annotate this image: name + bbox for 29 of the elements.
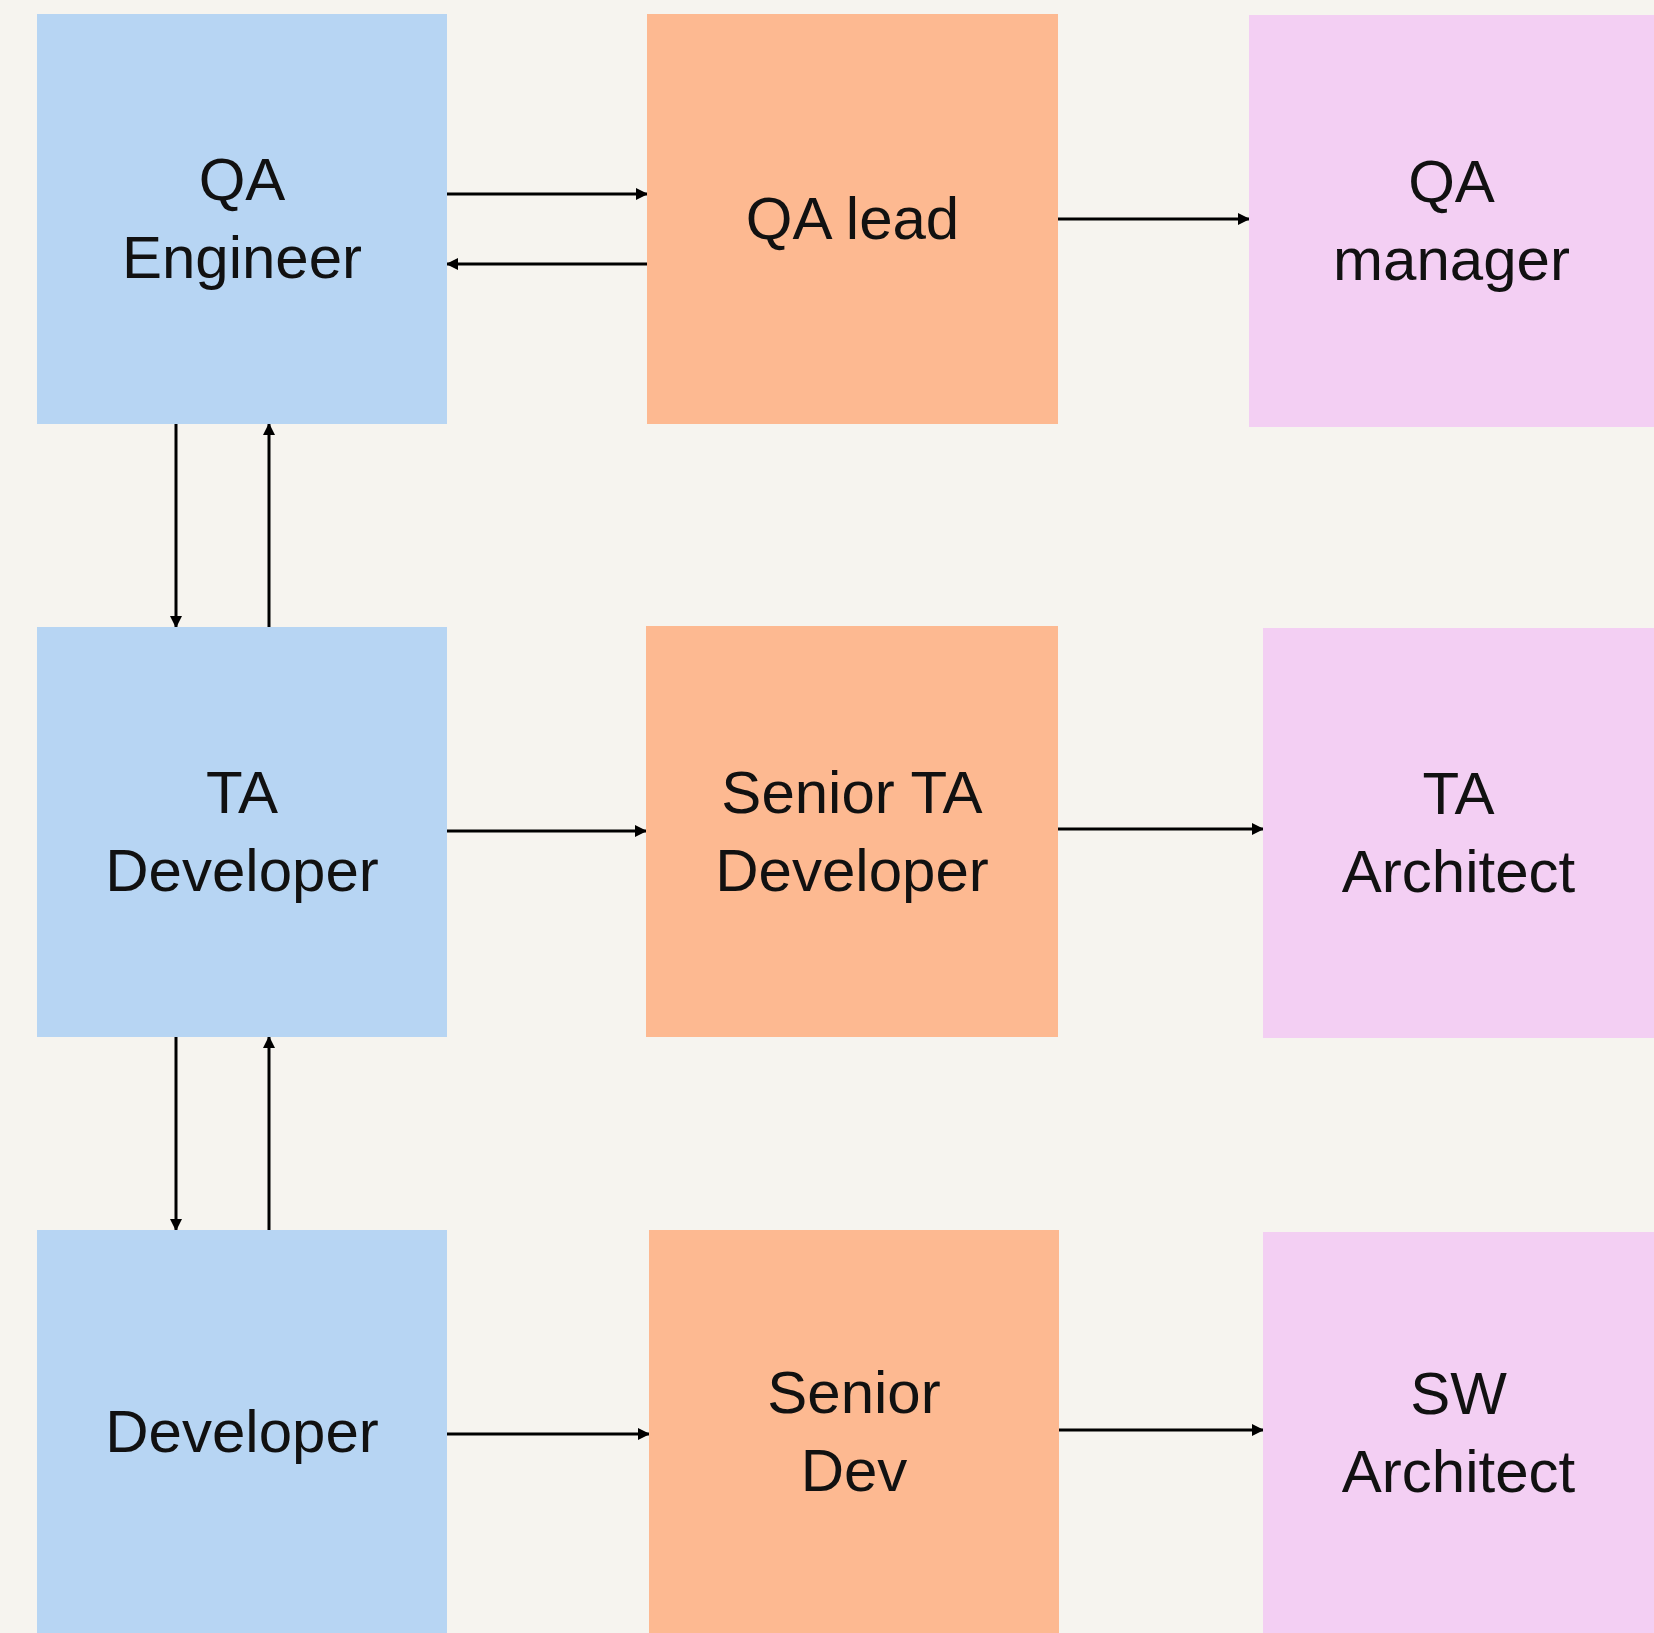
arrow	[1058, 213, 1250, 225]
role-box	[647, 14, 1058, 424]
arrow	[447, 825, 647, 837]
arrow	[447, 1428, 650, 1440]
arrow	[1058, 823, 1264, 835]
arrow	[263, 1036, 275, 1230]
role-label: TA Developer	[105, 758, 379, 906]
role-box	[37, 1230, 447, 1633]
role-box	[37, 627, 447, 1037]
role-box	[37, 14, 447, 424]
role-label: TA Architect	[1341, 759, 1576, 907]
role-label: QA lead	[745, 184, 960, 254]
role-label: QA manager	[1333, 147, 1570, 295]
role-box	[1249, 15, 1654, 427]
role-label: SW Architect	[1341, 1358, 1576, 1507]
role-box	[649, 1230, 1059, 1633]
role-box	[1263, 1232, 1654, 1633]
role-label: QA Engineer	[121, 145, 363, 293]
role-label: Senior TA Developer	[715, 757, 989, 906]
arrow	[170, 1037, 182, 1231]
role-label: Senior Dev	[767, 1357, 941, 1506]
arrow	[170, 424, 182, 628]
arrow	[263, 423, 275, 627]
arrow	[1059, 1424, 1264, 1436]
role-box	[646, 626, 1058, 1037]
arrow	[446, 258, 647, 270]
arrow	[447, 188, 648, 200]
role-box	[1263, 628, 1654, 1038]
role-label: Developer	[105, 1396, 379, 1467]
